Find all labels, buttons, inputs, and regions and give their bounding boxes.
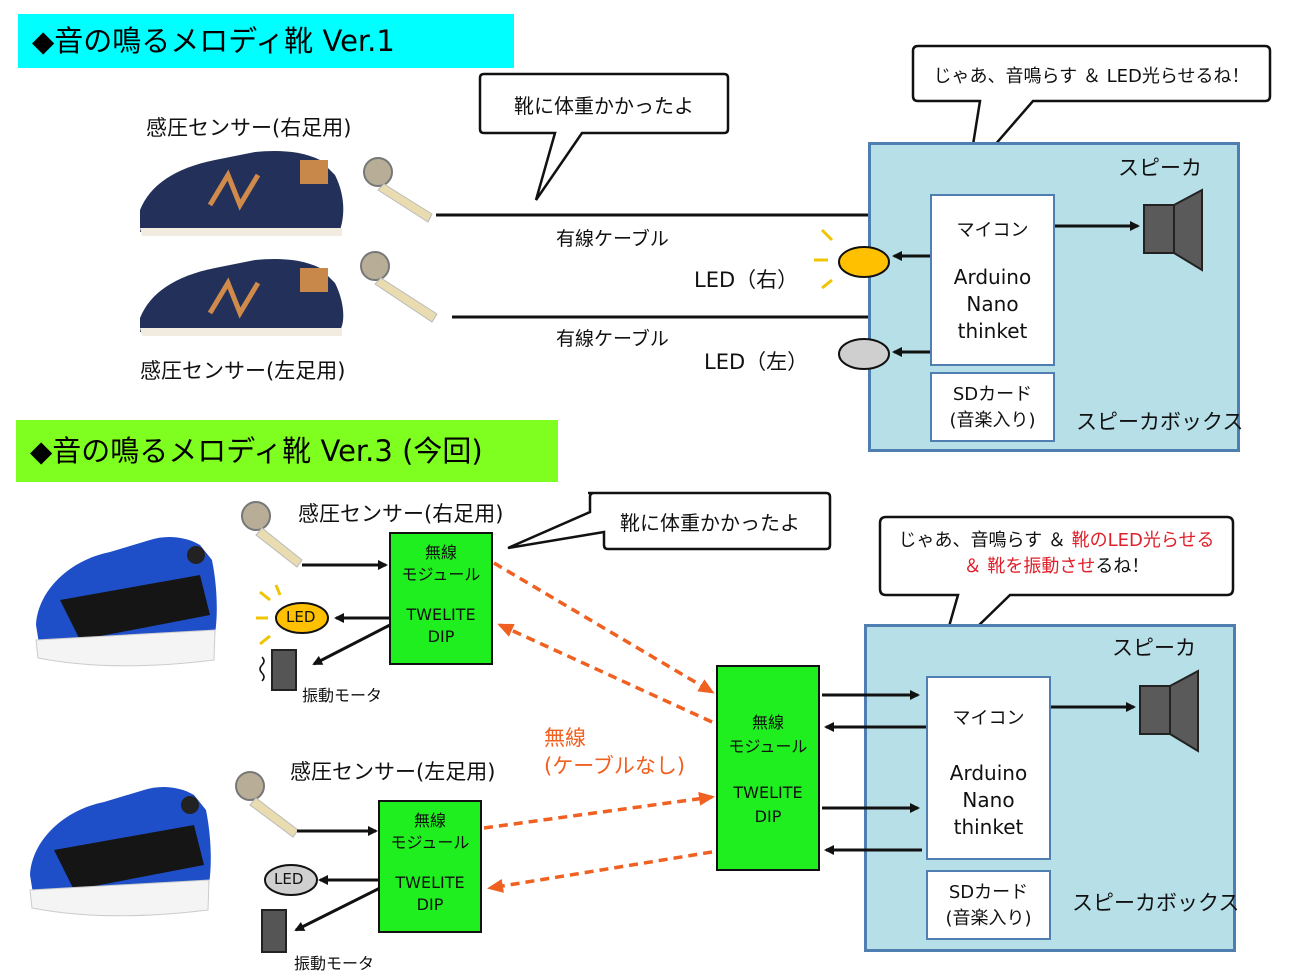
module-left-line-2: モジュール [390, 833, 470, 852]
bubble-shoe-v3 [507, 491, 832, 551]
sd-card-box-v3: SDカード (音楽入り) [926, 870, 1051, 940]
led-on-right-v1 [814, 228, 890, 290]
mcu-title-v1: マイコン [956, 220, 1029, 241]
module-left-line-3: TWELITE [395, 873, 465, 892]
module-to-motor-right-arrow [312, 623, 391, 666]
mcu-line-2-v3: Nano [962, 788, 1015, 812]
module-right-line-2: モジュール [401, 565, 481, 584]
mcu-line-2-v1: Nano [966, 292, 1019, 316]
sensor-right-label-v1: 感圧センサー(右足用) [146, 116, 352, 140]
mcu-line-3-v1: thinket [957, 319, 1028, 343]
title-v1: ◆音の鳴るメロディ靴 Ver.1 [18, 14, 514, 68]
speaker-label-v3: スピーカ [1112, 636, 1196, 660]
wireless-right-up-arrow [493, 561, 715, 694]
sensor-left-label-v1: 感圧センサー(左足用) [140, 359, 346, 383]
wireless-note-line-1: 無線 [544, 726, 586, 750]
module-right-line-3: TWELITE [406, 605, 476, 624]
led-off-left-v1 [838, 338, 890, 370]
mcu-line-1-v3: Arduino [949, 761, 1028, 785]
bubble-box-v3-line1-a: じゃあ、音鳴らす ＆ [898, 530, 1072, 551]
module-right-line-4: DIP [427, 627, 455, 646]
sensor-left-label-v3: 感圧センサー(左足用) [290, 760, 496, 784]
bubble-shoe-v1-text: 靴に体重かかったよ [514, 94, 694, 118]
mcu-box-v1: マイコン Arduino Nano thinket [930, 194, 1055, 366]
bubble-box-v1 [911, 44, 1272, 181]
vibration-motor-right [259, 649, 297, 691]
cable-right-label: 有線ケーブル [556, 228, 669, 250]
sd-line-1-v1: SDカード [952, 384, 1033, 405]
bubble-box-v1-text: じゃあ、音鳴らす ＆ LED光らせるね！ [933, 66, 1250, 87]
module-center-line-4: DIP [754, 807, 782, 826]
module-left-line-4: DIP [416, 895, 444, 914]
pressure-sensor-right-v1 [363, 157, 433, 223]
motor-label-left: 振動モータ [294, 954, 375, 973]
wireless-module-center: 無線 モジュール TWELITE DIP [716, 665, 820, 871]
title-v3: ◆音の鳴るメロディ靴 Ver.3 (今回) [16, 420, 558, 482]
speaker-label-v1: スピーカ [1118, 156, 1202, 180]
vibration-motor-left [261, 909, 287, 953]
speaker-icon-v1 [1143, 188, 1203, 272]
led-right-label-v1: LED（右） [694, 268, 799, 292]
module-left-line-1: 無線 [413, 811, 446, 830]
wireless-module-right: 無線 モジュール TWELITE DIP [389, 532, 493, 665]
module-right-line-1: 無線 [424, 543, 457, 562]
led-on-right-v3 [256, 584, 329, 646]
bubble-shoe-v3-text: 靴に体重かかったよ [620, 511, 800, 535]
motor-label-right: 振動モータ [302, 686, 383, 705]
bubble-box-v3-line2-b: るね！ [1095, 556, 1150, 577]
mcu-box-v3: マイコン Arduino Nano thinket [926, 676, 1051, 860]
bubble-box-v3-text: じゃあ、音鳴らす ＆ 靴のLED光らせる ＆ 靴を振動させるね！ [880, 528, 1233, 580]
sd-line-2-v1: (音楽入り) [949, 410, 1036, 431]
cable-left-label: 有線ケーブル [556, 328, 669, 350]
wireless-right-down-arrow [497, 623, 713, 724]
speaker-box-label-v1: スピーカボックス [1076, 410, 1244, 434]
wireless-note-line-2: (ケーブルなし) [544, 754, 686, 778]
module-center-line-3: TWELITE [733, 783, 803, 802]
speaker-icon-v3 [1139, 669, 1199, 753]
pressure-sensor-left-v1 [360, 251, 438, 323]
led-label-left-v3: LED [274, 870, 304, 888]
bubble-box-v3-line1-b: 靴のLED光らせる [1071, 530, 1215, 551]
speaker-box-label-v3: スピーカボックス [1072, 891, 1240, 915]
wireless-module-left: 無線 モジュール TWELITE DIP [378, 800, 482, 933]
bubble-shoe-v1 [478, 72, 730, 201]
sd-card-box-v1: SDカード (音楽入り) [930, 372, 1055, 442]
led-left-label-v1: LED（左） [704, 350, 809, 374]
mcu-line-3-v3: thinket [953, 815, 1024, 839]
module-to-motor-left-arrow [294, 886, 381, 932]
shoe-right-v1 [140, 150, 344, 236]
shoe-right-v3 [35, 537, 217, 667]
mcu-line-1-v1: Arduino [953, 265, 1032, 289]
shoe-left-v1 [140, 258, 344, 336]
sensor-right-label-v3: 感圧センサー(右足用) [298, 502, 504, 526]
bubble-box-v3-line2-a: ＆ 靴を振動させ [963, 556, 1096, 577]
module-center-line-1: 無線 [751, 713, 784, 732]
mcu-title-v3: マイコン [952, 708, 1025, 729]
sd-line-2-v3: (音楽入り) [945, 908, 1032, 929]
sd-line-1-v3: SDカード [948, 882, 1029, 903]
led-label-right-v3: LED [286, 608, 316, 626]
led-off-left-v3 [264, 864, 318, 896]
shoe-left-v3 [29, 787, 211, 917]
wireless-left-down-arrow [487, 850, 713, 893]
pressure-sensor-left-v3 [235, 771, 299, 838]
module-center-line-2: モジュール [728, 737, 808, 756]
wireless-left-up-arrow [483, 791, 715, 830]
pressure-sensor-right-v3 [241, 501, 303, 568]
